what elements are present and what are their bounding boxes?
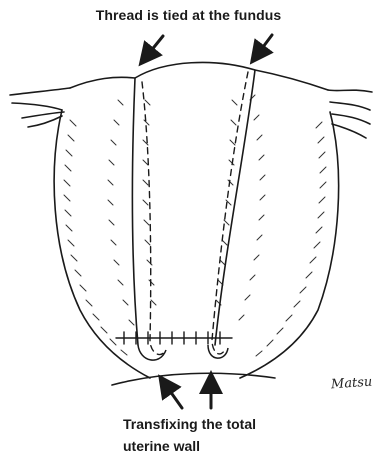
arrow-icon bbox=[146, 36, 163, 57]
fundus-label: Thread is tied at the fundus bbox=[0, 7, 377, 23]
arrow-icon bbox=[165, 384, 182, 408]
arrow-icon bbox=[257, 35, 272, 55]
uterus-outline bbox=[10, 62, 372, 385]
suture-dashed-path bbox=[142, 72, 248, 355]
wall-hatching bbox=[64, 95, 326, 356]
transfix-label-line1: Transfixing the total bbox=[123, 416, 256, 432]
transfix-label-line2: uterine wall bbox=[123, 438, 200, 454]
artist-signature: Matsu bbox=[331, 375, 373, 393]
